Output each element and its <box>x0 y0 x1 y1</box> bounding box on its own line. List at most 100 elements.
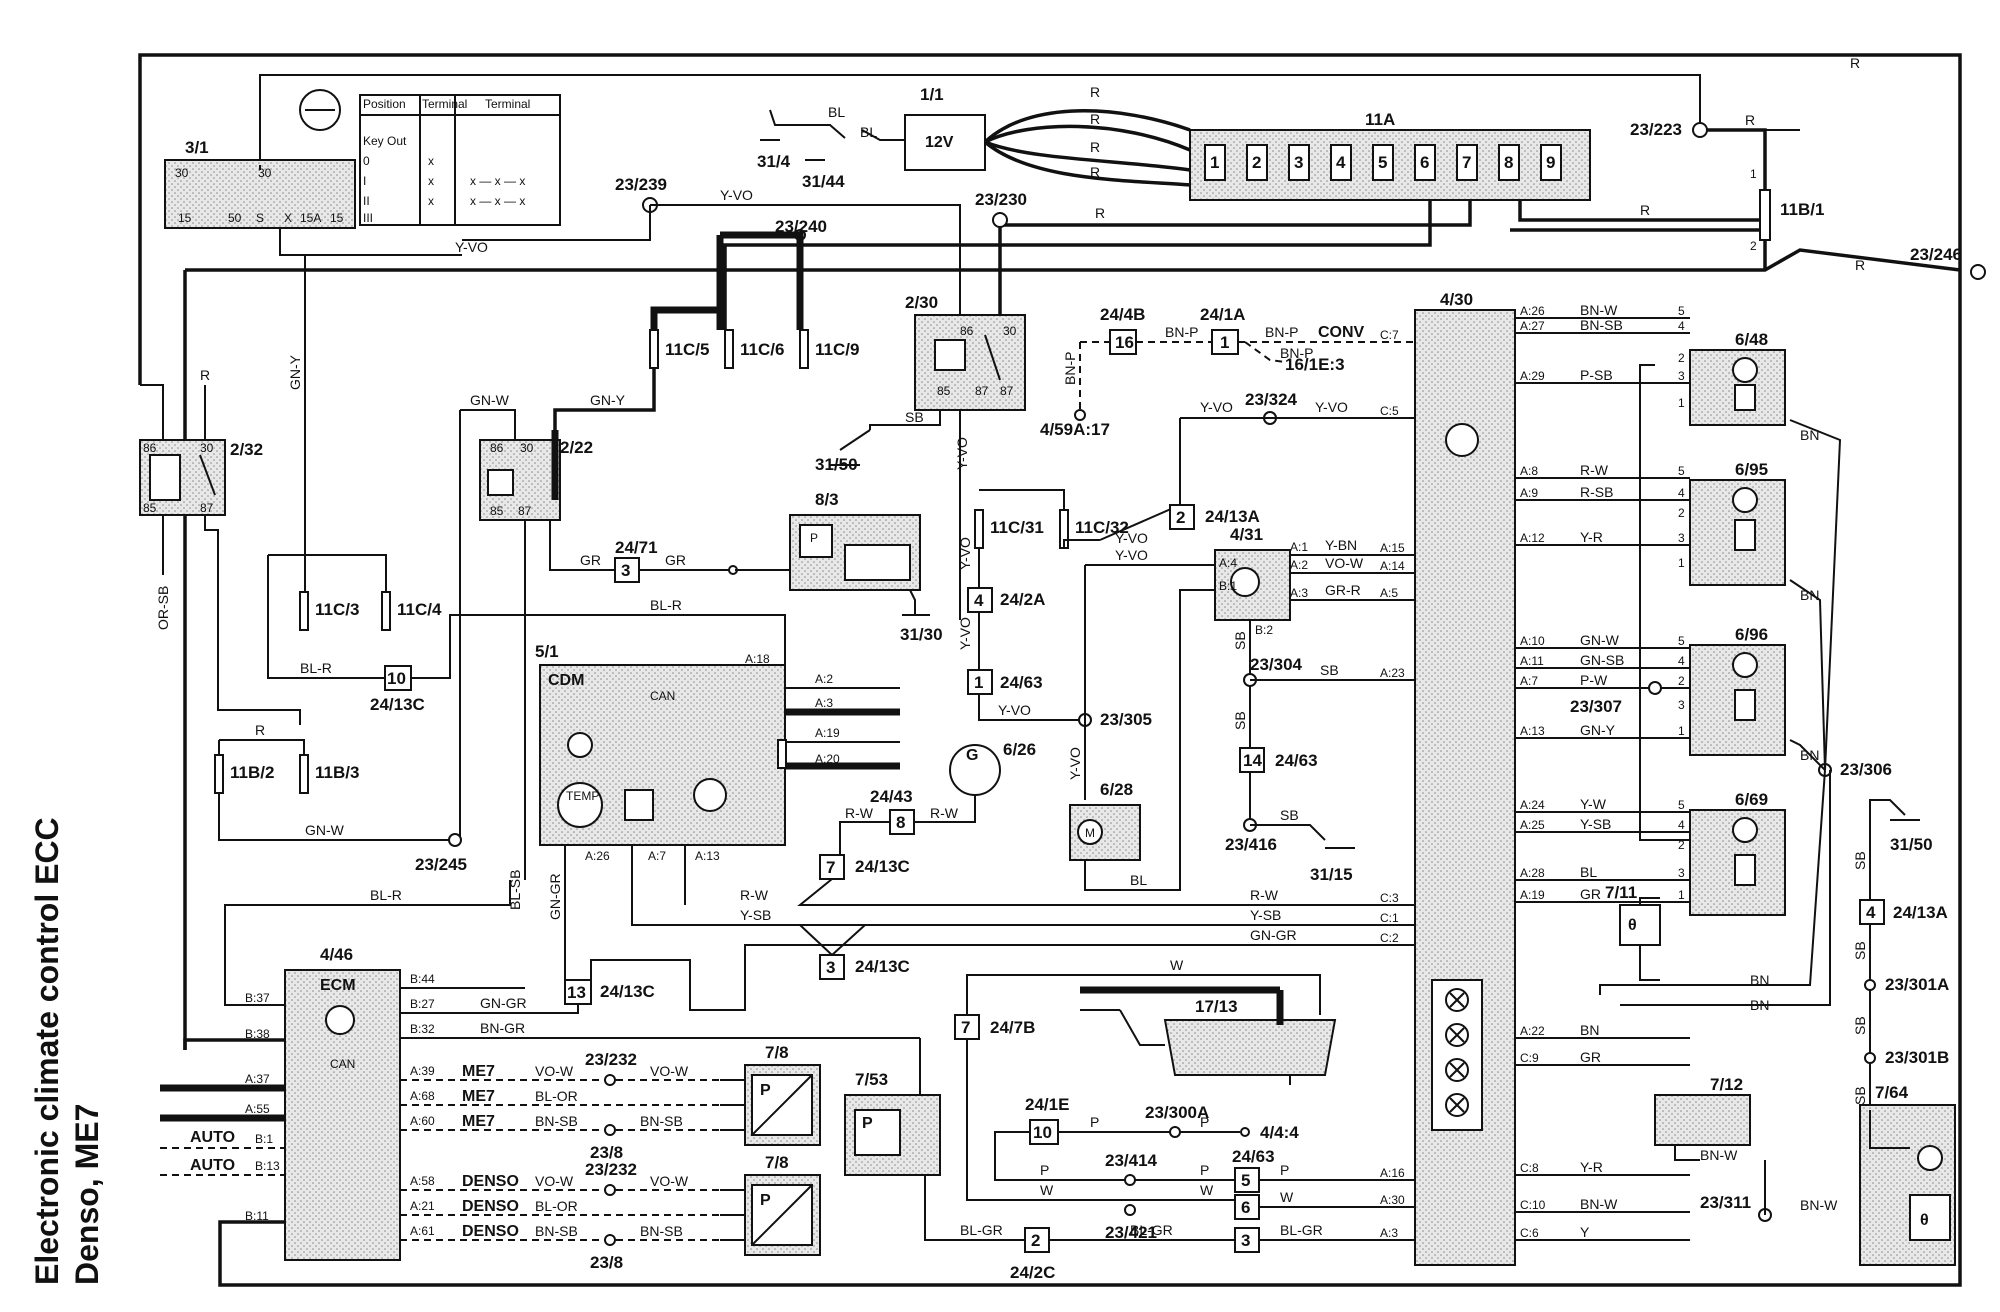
svg-text:A:1: A:1 <box>1290 540 1308 554</box>
svg-text:23/311: 23/311 <box>1700 1193 1751 1212</box>
fuses-11B-2-3: 11B/2 11B/3 R GN-W 23/245 BL-R <box>214 722 511 985</box>
ecc-pin-right: C:5 <box>1380 404 1399 418</box>
ecm-4-46: 4/46 ECM CAN B:37 B:38 A:37 A:55 B:1 B:1… <box>160 945 940 1261</box>
svg-text:Terminal: Terminal <box>422 97 467 111</box>
svg-text:III: III <box>363 211 373 225</box>
svg-text:4/31: 4/31 <box>1230 525 1263 544</box>
ecc-pin-right: A:5 <box>1380 586 1398 600</box>
svg-text:P: P <box>760 1192 771 1209</box>
svg-text:1: 1 <box>1750 167 1757 181</box>
svg-text:GR-R: GR-R <box>1325 582 1361 598</box>
pressure-sensor-7-8-a: 7/8 P <box>720 1043 821 1146</box>
svg-text:7: 7 <box>961 1018 970 1037</box>
svg-text:24/13C: 24/13C <box>370 695 425 714</box>
svg-text:Y-VO: Y-VO <box>954 437 970 470</box>
actuator-pin: 3 <box>1678 531 1685 545</box>
svg-text:BL-GR: BL-GR <box>1130 1222 1173 1238</box>
svg-text:1: 1 <box>974 673 983 692</box>
svg-text:Y-VO: Y-VO <box>720 187 753 203</box>
key-position-table <box>359 94 561 226</box>
actuator-pin: 2 <box>1678 351 1685 365</box>
svg-text:R: R <box>1090 164 1100 180</box>
cable-harness-to-11A: R R R R <box>983 84 1191 187</box>
svg-text:4/30: 4/30 <box>1440 290 1473 309</box>
svg-text:BN-W: BN-W <box>1800 1197 1838 1213</box>
svg-text:DENSO: DENSO <box>462 1198 519 1215</box>
svg-text:23/307: 23/307 <box>1570 697 1622 716</box>
svg-text:3: 3 <box>621 561 630 580</box>
svg-text:11C/4: 11C/4 <box>397 600 442 619</box>
svg-text:7/8: 7/8 <box>765 1153 789 1172</box>
svg-text:24/63: 24/63 <box>1000 673 1043 692</box>
relay-2-30: 2/30 86 30 85 87 87 Y-VO SB 31/50 <box>815 293 1026 620</box>
svg-text:A:55: A:55 <box>245 1102 270 1116</box>
svg-text:A:21: A:21 <box>410 1199 435 1213</box>
svg-text:A:19: A:19 <box>815 726 840 740</box>
svg-text:23/414: 23/414 <box>1105 1151 1158 1170</box>
svg-text:BN-P: BN-P <box>1062 352 1078 385</box>
svg-text:SB: SB <box>1280 807 1299 823</box>
svg-text:6/95: 6/95 <box>1735 460 1768 479</box>
svg-text:7/12: 7/12 <box>1710 1075 1743 1094</box>
svg-text:Y-SB: Y-SB <box>740 907 771 923</box>
svg-text:SB: SB <box>1232 711 1248 730</box>
svg-text:BN-P: BN-P <box>1265 324 1298 340</box>
svg-text:15A: 15A <box>300 211 321 225</box>
wire-color: BN-W <box>1580 302 1618 318</box>
svg-text:Key Out: Key Out <box>363 134 407 148</box>
fuse-number: 9 <box>1546 153 1555 172</box>
svg-text:VO-W: VO-W <box>650 1173 689 1189</box>
splice-23-324-branch: 23/324 Y-VO Y-VO 2 24/13A Y-VO <box>1099 390 1415 546</box>
svg-text:P: P <box>1200 1162 1209 1178</box>
svg-text:23/324: 23/324 <box>1245 390 1298 409</box>
conv-branch: 24/4B 16 24/1A 1 4/59A:17 BN-P BN-P BN-P… <box>1040 305 1415 439</box>
svg-text:23/230: 23/230 <box>975 190 1027 209</box>
splice-23-246 <box>1970 264 1986 280</box>
svg-text:7/8: 7/8 <box>765 1043 789 1062</box>
svg-text:11C/6: 11C/6 <box>740 340 784 359</box>
wire-color: Y-W <box>1580 796 1607 812</box>
svg-text:30: 30 <box>200 441 214 455</box>
svg-text:A:3: A:3 <box>1290 586 1308 600</box>
svg-text:TEMP: TEMP <box>566 789 599 803</box>
pressure-sensor-7-8-b: 7/8 P <box>720 1153 821 1256</box>
svg-text:B:38: B:38 <box>245 1027 270 1041</box>
fuse-11B-1: 11B/1 1 2 <box>1750 167 1824 253</box>
actuator-6-69: 6/69 <box>1689 790 1786 916</box>
svg-text:3: 3 <box>1241 1231 1250 1250</box>
svg-text:GN-Y: GN-Y <box>287 354 303 390</box>
ecc-pin-left: A:22 <box>1520 1024 1545 1038</box>
wire-color: P-SB <box>1580 367 1613 383</box>
svg-text:P: P <box>1200 1114 1209 1130</box>
svg-text:BN-GR: BN-GR <box>480 1020 525 1036</box>
actuator-pin: 5 <box>1678 304 1685 318</box>
svg-text:6: 6 <box>1241 1198 1250 1217</box>
actuator-6-95: 6/95 <box>1689 460 1786 586</box>
svg-text:x: x <box>428 154 434 168</box>
svg-text:Terminal: Terminal <box>485 97 530 111</box>
svg-text:R: R <box>1095 205 1105 221</box>
svg-text:A:13: A:13 <box>695 849 720 863</box>
svg-text:24/43: 24/43 <box>870 787 913 806</box>
ecc-pin-left: A:13 <box>1520 724 1545 738</box>
svg-text:GN-GR: GN-GR <box>1250 927 1297 943</box>
cdm-module-5-1: 5/1 CDM CAN TEMP A:18 A:2 A:3 A:19 A:20 … <box>535 614 900 863</box>
svg-text:1: 1 <box>1220 333 1229 352</box>
frame-wires <box>138 53 1962 1287</box>
svg-text:24/13C: 24/13C <box>855 957 910 976</box>
svg-text:4/4:4: 4/4:4 <box>1260 1123 1299 1142</box>
svg-text:Y-VO: Y-VO <box>1067 747 1083 780</box>
actuator-pin: 4 <box>1678 486 1685 500</box>
svg-text:A:68: A:68 <box>410 1089 435 1103</box>
svg-text:W: W <box>1200 1182 1214 1198</box>
svg-text:6/48: 6/48 <box>1735 330 1768 349</box>
svg-text:VO-W: VO-W <box>1325 555 1364 571</box>
svg-text:I: I <box>363 174 366 188</box>
svg-text:X: X <box>284 211 292 225</box>
svg-text:2/30: 2/30 <box>905 293 938 312</box>
svg-text:A:60: A:60 <box>410 1114 435 1128</box>
svg-text:A:37: A:37 <box>245 1072 270 1086</box>
svg-text:P: P <box>760 1082 771 1099</box>
svg-text:CDM: CDM <box>548 672 584 689</box>
